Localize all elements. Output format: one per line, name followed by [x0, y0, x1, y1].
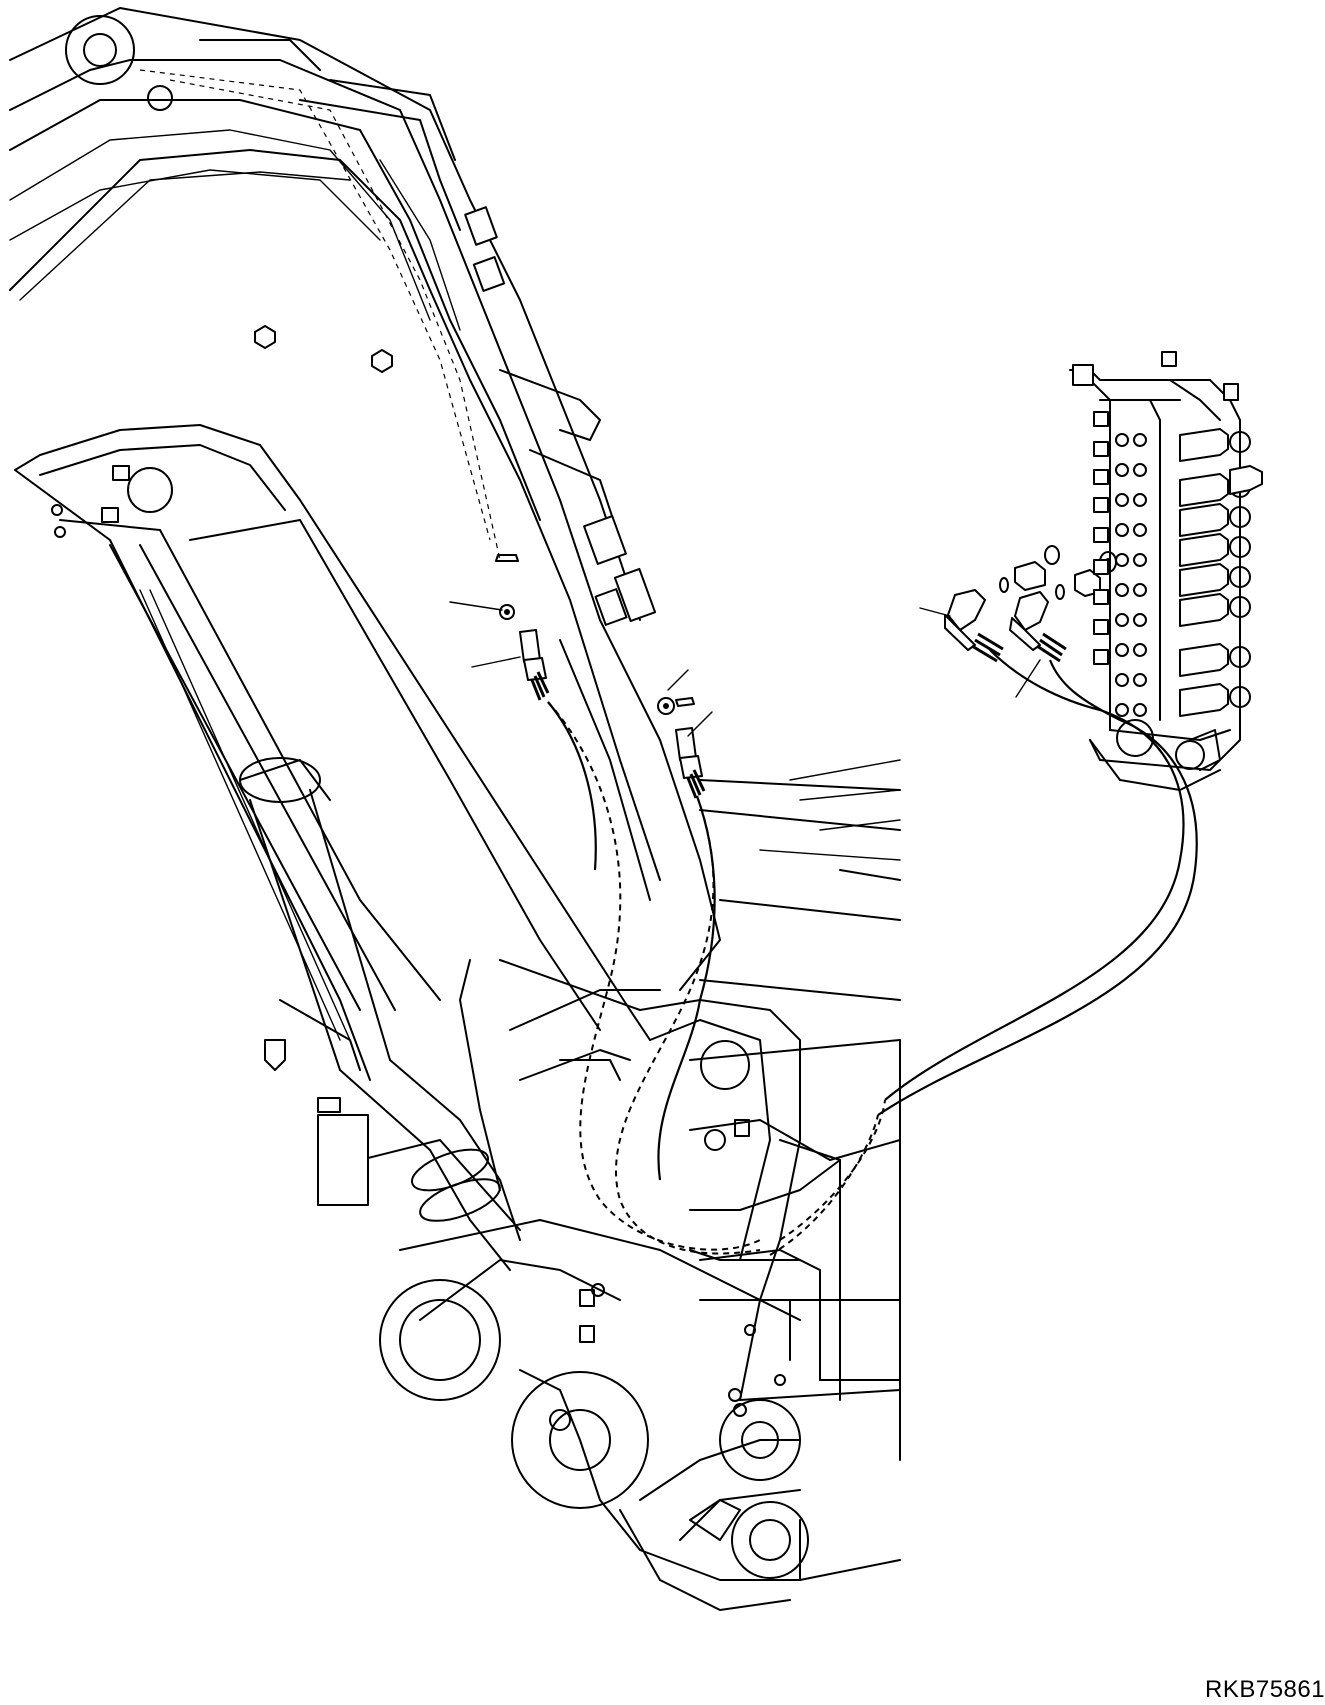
boom-cylinder [239, 757, 521, 1271]
swing-bracket-and-chassis [459, 759, 901, 1581]
control-valve-assembly [1069, 351, 1263, 791]
boom-foot-bracket [379, 959, 809, 1611]
main-boom-body [14, 424, 651, 1081]
hydraulic-hoses [547, 649, 1198, 1256]
leader-lines [449, 601, 1041, 737]
valve-right-spools [1179, 428, 1263, 717]
valve-left-plugs [1093, 411, 1109, 665]
upper-boom-frame [9, 7, 721, 991]
drawing-code-label: RKB75861 [1205, 1676, 1325, 1703]
left-hose-fitting [495, 554, 706, 799]
right-elbow-fittings [944, 545, 1117, 663]
valve-port-grid [1115, 433, 1147, 717]
